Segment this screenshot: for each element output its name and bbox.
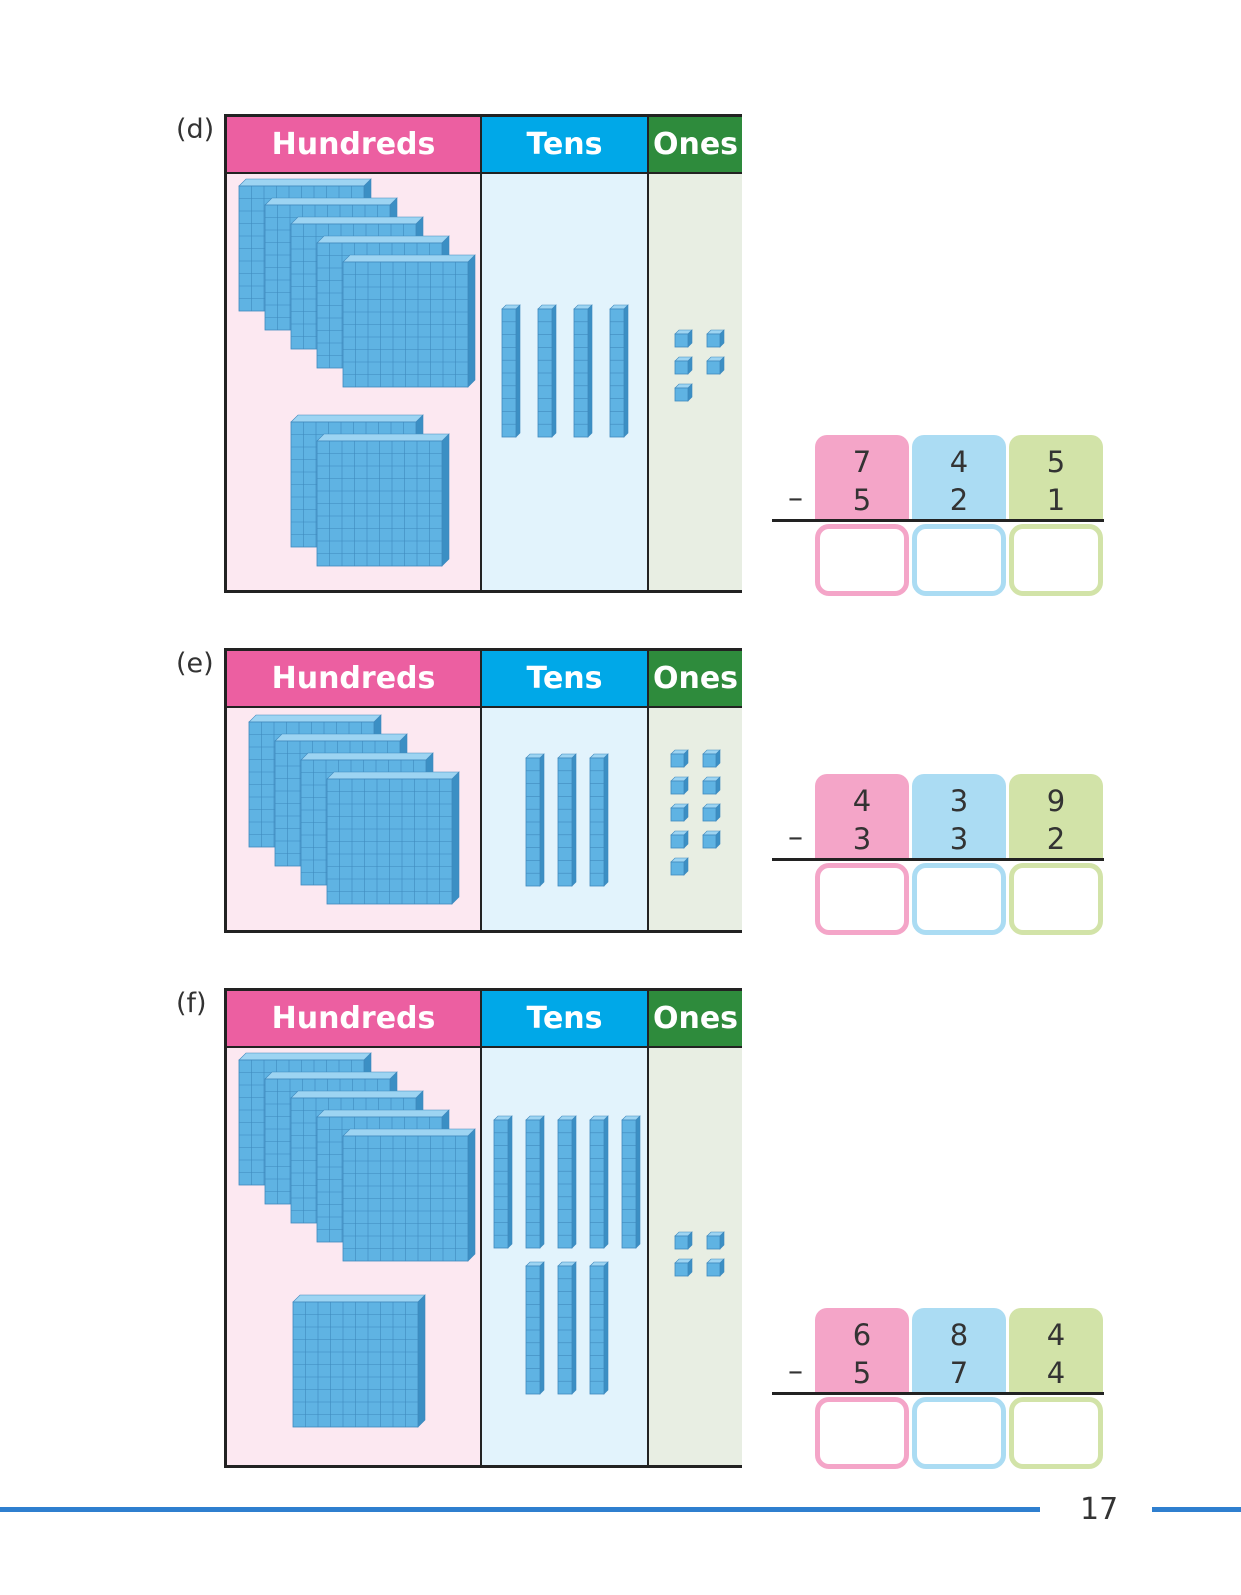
problem-label: (e)	[176, 648, 214, 679]
subtrahend-tens: 3	[949, 822, 969, 856]
ones-digit-cell	[1009, 774, 1103, 859]
unit-cube-group	[674, 329, 725, 402]
hundred-flat-group	[292, 1294, 426, 1428]
ones-column	[649, 706, 742, 930]
problem-label: (f)	[176, 988, 207, 1019]
hundreds-column	[227, 706, 482, 930]
minuend-tens: 4	[949, 445, 969, 479]
place-value-chart: Hundreds Tens Ones	[224, 648, 742, 933]
answer-ones-box[interactable]	[1009, 524, 1103, 596]
minuend-tens: 8	[949, 1318, 969, 1352]
hundreds-header: Hundreds	[227, 991, 482, 1046]
answer-hundreds-box[interactable]	[815, 524, 909, 596]
hundreds-header: Hundreds	[227, 117, 482, 172]
unit-cube-group	[670, 749, 721, 876]
hundreds-digit-cell	[815, 1308, 909, 1393]
ten-rod-group	[525, 1261, 609, 1395]
unit-cube-group	[674, 1231, 725, 1277]
ones-digit-cell	[1009, 1308, 1103, 1393]
answer-tens-box[interactable]	[912, 863, 1006, 935]
unit-cubes-icon	[674, 329, 725, 402]
tens-header: Tens	[482, 117, 649, 172]
ones-header: Ones	[649, 117, 742, 172]
hundred-flat-group	[238, 178, 476, 388]
ones-header: Ones	[649, 651, 742, 706]
minuend-hundreds: 7	[852, 445, 872, 479]
minuend-tens: 3	[949, 784, 969, 818]
ones-header: Ones	[649, 991, 742, 1046]
footer-rule-left	[0, 1507, 1040, 1512]
answer-hundreds-box[interactable]	[815, 863, 909, 935]
answer-hundreds-box[interactable]	[815, 1397, 909, 1469]
hundreds-header: Hundreds	[227, 651, 482, 706]
minuend-ones: 4	[1046, 1318, 1066, 1352]
answer-rule	[772, 858, 1104, 861]
tens-digit-cell	[912, 1308, 1006, 1393]
hundreds-digit-cell	[815, 435, 909, 520]
footer-rule-right	[1152, 1507, 1241, 1512]
tens-column	[482, 706, 649, 930]
unit-cubes-icon	[674, 1231, 725, 1277]
minuend-hundreds: 4	[852, 784, 872, 818]
tens-column	[482, 172, 649, 590]
ones-digit-cell	[1009, 435, 1103, 520]
subtrahend-hundreds: 5	[852, 1356, 872, 1390]
subtrahend-tens: 7	[949, 1356, 969, 1390]
ten-rods-icon	[493, 1115, 641, 1395]
hundreds-column	[227, 1046, 482, 1465]
answer-ones-box[interactable]	[1009, 1397, 1103, 1469]
page-number: 17	[1080, 1492, 1119, 1527]
hundreds-digit-cell	[815, 774, 909, 859]
subtrahend-ones: 2	[1046, 822, 1066, 856]
answer-ones-box[interactable]	[1009, 863, 1103, 935]
ten-rod-group	[501, 304, 629, 438]
subtrahend-ones: 1	[1046, 483, 1066, 517]
ten-rod-group	[493, 1115, 641, 1249]
tens-header: Tens	[482, 651, 649, 706]
minus-sign: –	[788, 820, 803, 855]
minus-sign: –	[788, 1354, 803, 1389]
answer-rule	[772, 1392, 1104, 1395]
minus-sign: –	[788, 481, 803, 516]
hundred-flats-icon	[248, 714, 460, 905]
hundred-flat-group	[238, 1052, 476, 1262]
ten-rods-icon	[501, 304, 629, 438]
tens-digit-cell	[912, 435, 1006, 520]
ones-column	[649, 172, 742, 590]
subtrahend-ones: 4	[1046, 1356, 1066, 1390]
ones-column	[649, 1046, 742, 1465]
unit-cubes-icon	[670, 749, 721, 876]
subtrahend-hundreds: 3	[852, 822, 872, 856]
ten-rods-icon	[525, 753, 609, 887]
place-value-chart: Hundreds Tens Ones	[224, 114, 742, 593]
hundreds-column	[227, 172, 482, 590]
answer-tens-box[interactable]	[912, 1397, 1006, 1469]
problem-label: (d)	[176, 114, 215, 145]
tens-header: Tens	[482, 991, 649, 1046]
minuend-hundreds: 6	[852, 1318, 872, 1352]
ten-rod-group	[525, 753, 609, 887]
answer-rule	[772, 519, 1104, 522]
hundred-flats-icon	[238, 178, 476, 567]
subtrahend-hundreds: 5	[852, 483, 872, 517]
tens-column	[482, 1046, 649, 1465]
answer-tens-box[interactable]	[912, 524, 1006, 596]
hundred-flat-group	[248, 714, 460, 905]
hundred-flats-icon	[238, 1052, 476, 1428]
place-value-chart: Hundreds Tens Ones	[224, 988, 742, 1468]
minuend-ones: 5	[1046, 445, 1066, 479]
hundred-flat-group	[290, 414, 450, 567]
minuend-ones: 9	[1046, 784, 1066, 818]
tens-digit-cell	[912, 774, 1006, 859]
subtrahend-tens: 2	[949, 483, 969, 517]
